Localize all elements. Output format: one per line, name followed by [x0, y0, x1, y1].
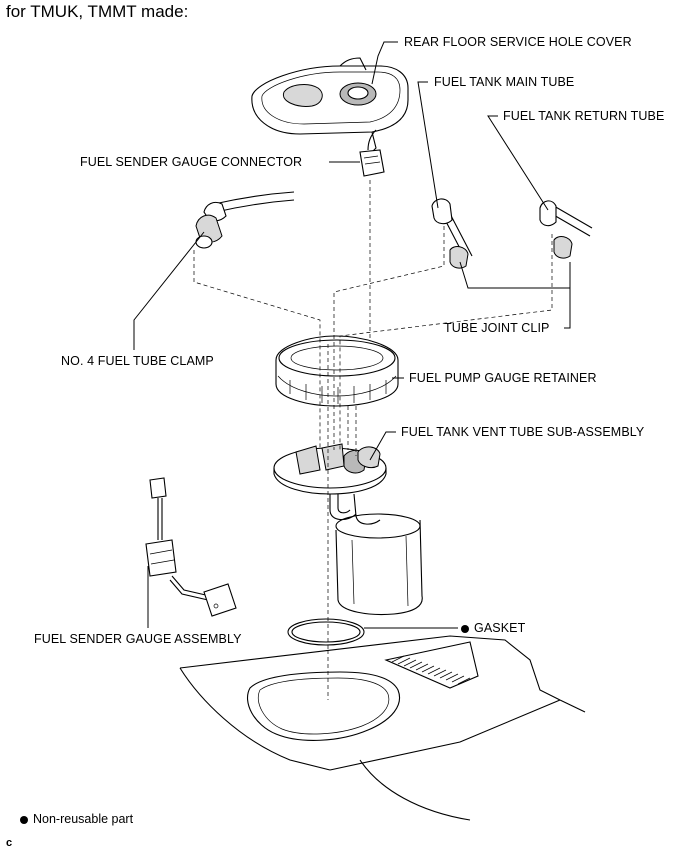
gasket-drawing [287, 618, 365, 646]
fuel-pump-assembly-drawing [273, 443, 423, 615]
fuel-sender-gauge-assembly-drawing [145, 477, 237, 617]
label-gasket-text: GASKET [474, 621, 526, 635]
label-no4-fuel-tube-clamp: NO. 4 FUEL TUBE CLAMP [61, 354, 214, 368]
rear-floor-service-hole-cover-drawing [251, 57, 409, 153]
fuel-sender-gauge-connector-drawing [359, 129, 385, 177]
label-tube-joint-clip: TUBE JOINT CLIP [444, 321, 550, 335]
legend-non-reusable: Non-reusable part [20, 812, 133, 826]
non-reusable-dot-icon [461, 624, 469, 633]
label-fuel-sender-gauge-assembly: FUEL SENDER GAUGE ASSEMBLY [34, 632, 242, 646]
label-fuel-tank-vent-tube-sub-assembly: FUEL TANK VENT TUBE SUB-ASSEMBLY [401, 425, 645, 439]
leader-lines [133, 41, 571, 629]
no4-fuel-tube-clamp-drawing [195, 191, 295, 249]
label-fuel-tank-return-tube: FUEL TANK RETURN TUBE [503, 109, 665, 123]
label-fuel-tank-main-tube: FUEL TANK MAIN TUBE [434, 75, 575, 89]
alignment-lines [193, 180, 553, 700]
fuel-tank-return-tube-drawing [539, 200, 593, 259]
filled-circle-icon [20, 815, 28, 824]
label-fuel-sender-gauge-connector: FUEL SENDER GAUGE CONNECTOR [80, 155, 303, 169]
label-fuel-pump-gauge-retainer: FUEL PUMP GAUGE RETAINER [409, 371, 597, 385]
fuel-tank-main-tube-drawing [431, 198, 473, 269]
floor-panel-drawing [179, 635, 586, 821]
label-rear-floor-service-hole-cover: REAR FLOOR SERVICE HOLE COVER [404, 35, 632, 49]
legend-non-reusable-text: Non-reusable part [33, 812, 134, 826]
fuel-pump-gauge-retainer-drawing [275, 335, 399, 407]
figure-code: c [6, 837, 13, 849]
label-gasket: GASKET [461, 621, 525, 635]
page-heading: for TMUK, TMMT made: [6, 2, 189, 21]
